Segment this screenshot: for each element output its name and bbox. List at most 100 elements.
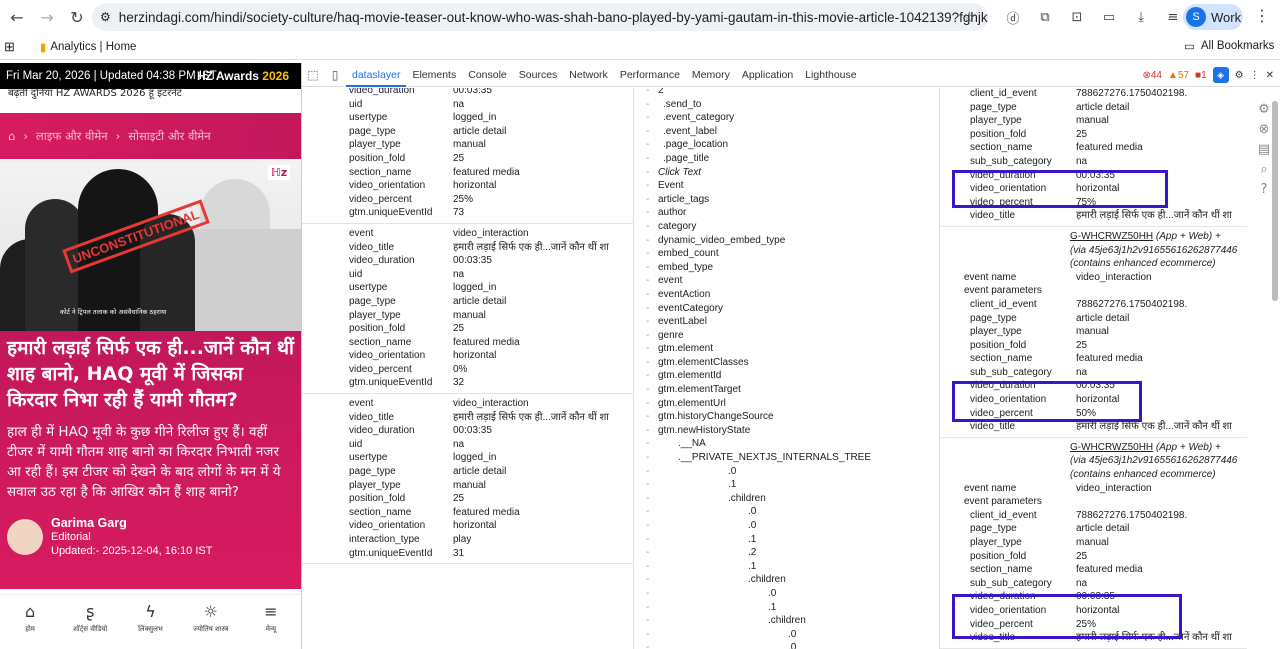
inspect-element-icon[interactable]: ⬚ bbox=[307, 67, 319, 82]
reload-icon[interactable]: ↻ bbox=[70, 7, 84, 27]
tab-sources[interactable]: Sources bbox=[518, 68, 558, 81]
bookmark-analytics[interactable]: ▮ Analytics | Home bbox=[40, 40, 136, 54]
tab-memory[interactable]: Memory bbox=[691, 68, 730, 81]
tab-performance[interactable]: Performance bbox=[619, 68, 680, 81]
all-bookmarks[interactable]: ▭ All Bookmarks bbox=[1184, 39, 1274, 53]
event-params-label: event parameters bbox=[964, 496, 1042, 508]
variable-name: gtm.elementTarget bbox=[658, 384, 741, 396]
image-caption: कोर्ट ने ट्रिपल तलाक को असंवैधानिक ठहराय… bbox=[60, 308, 167, 316]
profile-chip[interactable]: S Work bbox=[1183, 4, 1243, 30]
datalayer-value: featured media bbox=[453, 336, 520, 348]
variable-row: -gtm.elementUrl bbox=[646, 397, 726, 409]
home-icon[interactable]: ⌂ bbox=[8, 129, 16, 143]
datalayer-key: gtm.uniqueEventId bbox=[349, 377, 433, 389]
media-controls-icon[interactable]: ≡ bbox=[1167, 9, 1179, 25]
variable-row: -.1 bbox=[646, 601, 777, 613]
variable-name: .0 bbox=[748, 506, 757, 518]
datalayer-value: video_interaction bbox=[453, 227, 529, 239]
ga4-param-key: page_type bbox=[970, 523, 1017, 535]
tab-lighthouse[interactable]: Lighthouse bbox=[805, 68, 857, 81]
breadcrumb-item[interactable]: लाइफ और वीमेन bbox=[35, 128, 108, 143]
author-avatar bbox=[7, 519, 43, 555]
datalayer-value: 31 bbox=[453, 547, 465, 559]
tab-elements[interactable]: Elements bbox=[412, 68, 457, 81]
nav-home[interactable]: ⌂होम bbox=[4, 603, 56, 634]
datalayer-key: page_type bbox=[349, 125, 396, 137]
browser-menu-icon[interactable]: ⋮ bbox=[1254, 6, 1270, 25]
variable-name: .0 bbox=[728, 465, 737, 477]
devtools-tabbar: ⬚ ▯ dataslayer Elements Console Sources … bbox=[302, 63, 1280, 87]
download-icon[interactable]: ⤓ bbox=[1138, 9, 1144, 25]
article-header: हमारी लड़ाई सिर्फ एक ही...जानें कौन थीं … bbox=[0, 331, 301, 589]
nav-astrology[interactable]: ☼ज्योतिष शास्त्र bbox=[185, 603, 237, 634]
help-icon[interactable]: ? bbox=[1260, 182, 1268, 197]
datalayer-key: video_title bbox=[349, 241, 395, 253]
cast-icon[interactable]: ▭ bbox=[1102, 9, 1116, 25]
all-bookmarks-label: All Bookmarks bbox=[1200, 40, 1275, 52]
back-arrow-icon[interactable]: ← bbox=[10, 7, 24, 27]
variable-name: .send_to bbox=[663, 98, 702, 110]
tab-console[interactable]: Console bbox=[468, 68, 507, 81]
ga4-param-value: article detail bbox=[1076, 101, 1130, 113]
error-count-value: 44 bbox=[1150, 69, 1162, 81]
event-name-value: video_interaction bbox=[1076, 482, 1152, 494]
gtag-id[interactable]: G-WHCRWZ50HH bbox=[1070, 230, 1154, 242]
variable-name: genre bbox=[658, 329, 684, 341]
lens-icon[interactable]: ⊡ bbox=[1071, 9, 1083, 25]
save-icon[interactable]: ▤ bbox=[1257, 142, 1271, 157]
error-count[interactable]: ⊗44 bbox=[1142, 69, 1162, 81]
ga4-param-key: video_percent bbox=[970, 618, 1033, 630]
forward-arrow-icon[interactable]: → bbox=[40, 7, 54, 27]
tab-application[interactable]: Application bbox=[741, 68, 794, 81]
site-nav-strip[interactable]: बढ़ती दुनिया HZ AWARDS 2026 हूं इंटरनेट bbox=[0, 89, 301, 113]
warning-count-value: 57 bbox=[1177, 69, 1190, 81]
devtools-menu-icon[interactable]: ⋮ bbox=[1249, 69, 1260, 81]
address-bar[interactable]: ⚙ herzindagi.com/hindi/society-culture/h… bbox=[92, 3, 988, 31]
gtag-id[interactable]: G-WHCRWZ50HH bbox=[1070, 441, 1154, 453]
author-block[interactable]: Garima Garg Editorial Updated:- 2025-12-… bbox=[7, 516, 294, 558]
site-info-icon[interactable]: ⚙ bbox=[100, 10, 111, 24]
variable-row: -.page_location bbox=[646, 139, 729, 151]
scrollbar-thumb[interactable] bbox=[1272, 101, 1278, 301]
bookmark-star-icon[interactable]: ☆ bbox=[962, 8, 976, 26]
nav-menu[interactable]: ≡मेन्यू bbox=[245, 603, 297, 634]
device-toolbar-icon[interactable]: ▯ bbox=[331, 67, 339, 82]
apps-grid-icon[interactable]: ⊞ bbox=[4, 38, 15, 54]
ga4-hit-block[interactable]: G-WHCRWZ50HH (App + Web) +(via 45je63j1h… bbox=[940, 227, 1247, 438]
datalayer-key: page_type bbox=[349, 466, 396, 478]
variable-row: -.1 bbox=[646, 560, 757, 572]
search-icon[interactable]: ⌕ bbox=[1260, 162, 1268, 177]
extension-d-icon[interactable]: ⓓ bbox=[1006, 11, 1020, 27]
variable-row: -event bbox=[646, 275, 683, 287]
home-icon: ⌂ bbox=[25, 602, 36, 621]
warning-count[interactable]: ▲57 bbox=[1168, 69, 1190, 81]
breadcrumb-item[interactable]: सोसाइटी और वीमेन bbox=[128, 128, 211, 143]
tab-dataslayer[interactable]: dataslayer bbox=[346, 63, 407, 87]
ga4-param-key: sub_sub_category bbox=[970, 366, 1052, 378]
hz-awards-link[interactable]: HZ Awards 2026 bbox=[197, 69, 289, 83]
datalayer-value: featured media bbox=[453, 166, 520, 178]
ai-assist-icon[interactable]: ◈ bbox=[1212, 67, 1229, 83]
clear-icon[interactable]: ⊗ bbox=[1258, 122, 1270, 137]
tab-network[interactable]: Network bbox=[569, 68, 608, 81]
ga4-param-value: 788627276.1750402198. bbox=[1076, 88, 1188, 99]
extensions-puzzle-icon[interactable]: ⧉ bbox=[1040, 9, 1050, 25]
settings-icon[interactable]: ⚙ bbox=[1258, 102, 1270, 117]
issue-count[interactable]: ■1 bbox=[1195, 69, 1207, 81]
settings-gear-icon[interactable]: ⚙ bbox=[1234, 69, 1244, 81]
close-icon[interactable]: ✕ bbox=[1265, 69, 1274, 81]
datalayer-key: video_orientation bbox=[349, 350, 426, 362]
